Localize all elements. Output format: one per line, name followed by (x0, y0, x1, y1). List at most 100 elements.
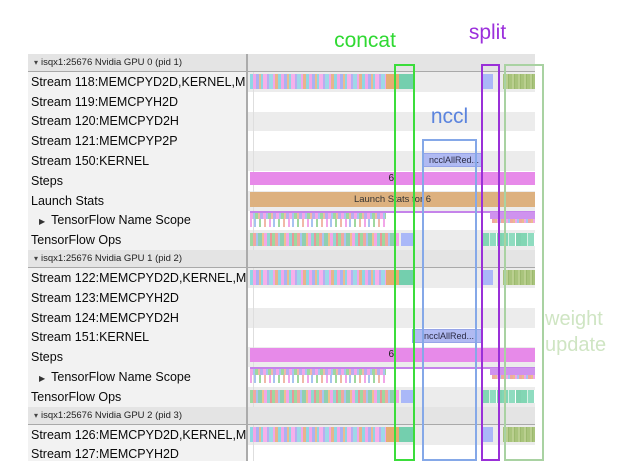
step-number: 6 (388, 349, 394, 361)
row-background (248, 307, 535, 328)
name-scope-activity-bar[interactable] (250, 369, 386, 376)
nccl-annotation-label: nccl (430, 105, 469, 128)
row-label: TensorFlow Ops (31, 233, 122, 248)
steps-bar[interactable] (250, 171, 535, 186)
row-label: Stream 119:MEMCPYH2D (31, 94, 179, 109)
trace-row-stream122: Stream 122:MEMCPYD2D,KERNEL,MI (0, 268, 622, 288)
trace-row-tf-ops: TensorFlow Ops (0, 230, 622, 251)
tf-ops-concat-bar[interactable] (401, 233, 413, 247)
name-scope-activity-bar[interactable] (250, 212, 386, 219)
launch-stats-bar[interactable]: Launch Stats for 6 (250, 192, 535, 208)
process-header-gpu2: ▾isqx1:25676 Nvidia GPU 2 (pid 3) (0, 406, 622, 425)
trace-row-stream119: Stream 119:MEMCPYH2D (0, 91, 622, 112)
tf-ops-weight-update-bar[interactable] (483, 389, 535, 403)
row-label: Stream 151:KERNEL (31, 330, 150, 345)
process-header-label: ▾isqx1:25676 Nvidia GPU 2 (pid 3) (34, 409, 183, 421)
row-label: Stream 120:MEMCPYD2H (31, 114, 179, 129)
row-label: TensorFlow Ops (31, 389, 122, 404)
trace-row-stream121: Stream 121:MEMCPYP2P (0, 131, 622, 152)
row-label: Stream 123:MEMCPYH2D (31, 290, 179, 305)
row-label: ▶TensorFlow Name Scope (39, 213, 191, 228)
trace-row-steps: 6 Steps (0, 347, 622, 368)
row-background (248, 131, 535, 152)
collapse-triangle-icon[interactable]: ▾ (34, 254, 39, 264)
tf-ops-concat-bar[interactable] (401, 389, 413, 403)
split-event-bar[interactable] (483, 426, 493, 442)
row-label: Steps (31, 350, 63, 365)
trace-row-name-scope: ▶TensorFlow Name Scope (0, 367, 622, 387)
name-scope-right-detail[interactable] (492, 375, 535, 380)
collapse-triangle-icon[interactable]: ▾ (34, 58, 39, 67)
tf-ops-weight-update-bar[interactable] (483, 233, 535, 247)
weight-update-event-bar[interactable] (503, 74, 535, 89)
weight-update-annotation-label: weight update (545, 306, 606, 358)
expand-arrow-icon[interactable]: ▶ (39, 217, 46, 227)
weight-update-event-bar[interactable] (503, 426, 535, 442)
row-label: Stream 122:MEMCPYD2D,KERNEL,MI (31, 271, 246, 286)
row-label: Launch Stats (31, 193, 104, 208)
weight-update-event-bar[interactable] (503, 270, 535, 286)
row-label: Stream 126:MEMCPYD2D,KERNEL,MI (31, 427, 246, 442)
row-background (248, 111, 535, 132)
split-event-bar[interactable] (483, 270, 493, 286)
trace-row-name-scope: ▶TensorFlow Name Scope (0, 210, 622, 231)
kernel-activity-bar[interactable] (250, 270, 386, 286)
process-header-label: ▾isqx1:25676 Nvidia GPU 0 (pid 1) (34, 57, 183, 68)
process-header-bar[interactable]: ▾isqx1:25676 Nvidia GPU 2 (pid 3) (28, 406, 535, 425)
tf-ops-activity-bar[interactable] (250, 233, 399, 247)
concat-annotation-label: concat (334, 29, 396, 52)
process-header-label: ▾isqx1:25676 Nvidia GPU 1 (pid 2) (34, 253, 183, 265)
trace-row-stream127: Stream 127:MEMCPYH2D (0, 444, 622, 461)
trace-row-stream150: ncclAllRed... Stream 150:KERNEL (0, 151, 622, 171)
trace-row-stream118: Stream 118:MEMCPYD2D,KERNEL,ME (0, 72, 622, 92)
row-background (248, 444, 535, 461)
concat-event-bar[interactable] (399, 426, 414, 442)
step-number: 6 (388, 172, 394, 184)
concat-event-bar[interactable] (399, 74, 414, 89)
weight-update-highlight-rect (504, 64, 544, 461)
row-background (248, 287, 535, 308)
trace-row-stream123: Stream 123:MEMCPYH2D (0, 287, 622, 308)
name-scope-right-bar[interactable] (490, 211, 535, 219)
row-background (248, 91, 535, 112)
row-label: Stream 150:KERNEL (31, 154, 150, 169)
name-scope-right-bar[interactable] (490, 368, 535, 376)
name-scope-span-bar[interactable] (250, 367, 535, 370)
trace-row-tf-ops: TensorFlow Ops (0, 386, 622, 407)
row-label: Steps (31, 173, 63, 188)
name-scope-span-bar[interactable] (250, 210, 535, 213)
weight-update-line1: weight (545, 308, 603, 330)
steps-bar[interactable] (250, 348, 535, 362)
process-header-bar[interactable]: ▾isqx1:25676 Nvidia GPU 0 (pid 1) (28, 54, 535, 72)
nccl-highlight-rect (422, 139, 477, 461)
row-label: ▶TensorFlow Name Scope (39, 370, 191, 385)
trace-row-launch-stats: Launch Stats for 6 Launch Stats (0, 190, 622, 211)
name-scope-nested-bars[interactable] (250, 375, 386, 384)
process-header-gpu1: ▾isqx1:25676 Nvidia GPU 1 (pid 2) (0, 250, 622, 269)
row-label: Stream 127:MEMCPYH2D (31, 447, 179, 461)
row-label: Stream 121:MEMCPYP2P (31, 134, 178, 149)
trace-row-stream126: Stream 126:MEMCPYD2D,KERNEL,MI (0, 424, 622, 445)
weight-update-line2: update (545, 334, 607, 356)
trace-rows: ▾isqx1:25676 Nvidia GPU 0 (pid 1) Stream… (0, 54, 622, 461)
concat-event-bar[interactable] (399, 270, 414, 286)
kernel-activity-bar[interactable] (250, 74, 386, 89)
name-scope-nested-bars[interactable] (250, 218, 386, 227)
name-scope-right-detail[interactable] (492, 218, 535, 223)
split-highlight-rect (481, 64, 500, 461)
expand-arrow-icon[interactable]: ▶ (39, 374, 46, 384)
collapse-triangle-icon[interactable]: ▾ (34, 410, 39, 420)
tf-ops-activity-bar[interactable] (250, 389, 399, 403)
panel-divider[interactable] (246, 54, 248, 461)
concat-highlight-rect (394, 64, 415, 461)
trace-row-steps: 6 Steps (0, 170, 622, 191)
row-label: Stream 118:MEMCPYD2D,KERNEL,ME (31, 74, 246, 89)
row-label: Stream 124:MEMCPYD2H (31, 310, 179, 325)
process-header-gpu0: ▾isqx1:25676 Nvidia GPU 0 (pid 1) (0, 54, 622, 72)
process-header-bar[interactable]: ▾isqx1:25676 Nvidia GPU 1 (pid 2) (28, 250, 535, 269)
trace-row-stream120: Stream 120:MEMCPYD2H (0, 111, 622, 132)
split-annotation-label: split (468, 21, 507, 44)
split-event-bar[interactable] (483, 74, 493, 89)
kernel-activity-bar[interactable] (250, 426, 386, 442)
